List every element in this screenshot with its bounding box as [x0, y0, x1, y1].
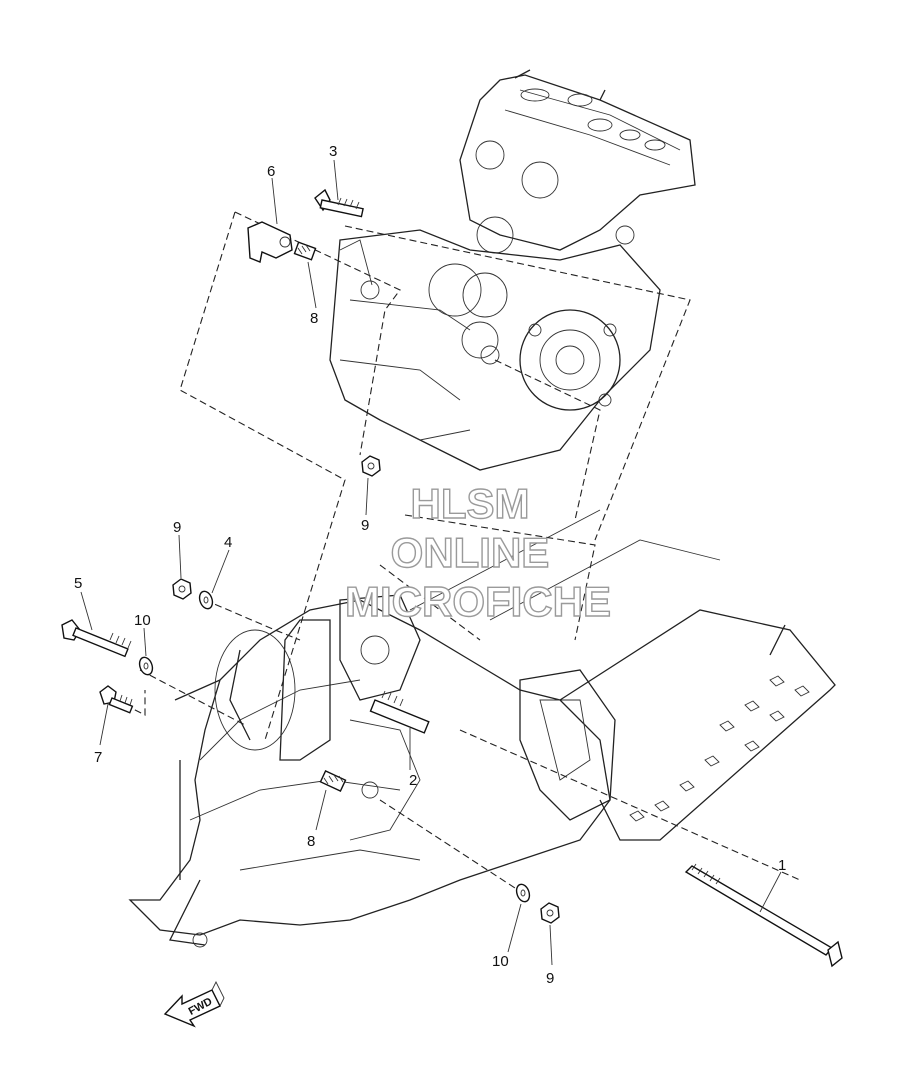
callout-labels: 1 2 3 4 5 6 7 8 8 9 9 9 10 10 — [74, 143, 786, 987]
tunnel-vent-holes — [629, 675, 810, 822]
engine-assembly — [329, 69, 696, 471]
callout-9-left: 9 — [173, 519, 181, 536]
callout-3: 3 — [329, 143, 337, 160]
callout-8-lower: 8 — [307, 833, 315, 850]
callout-1: 1 — [778, 857, 786, 874]
part-3-bolt[interactable] — [314, 188, 364, 218]
part-10-washer-left[interactable] — [137, 655, 154, 676]
part-8-stud-upper[interactable] — [293, 241, 317, 261]
callout-8-upper: 8 — [310, 310, 318, 327]
part-10-washer-right[interactable] — [514, 882, 531, 903]
leader-lines — [80, 159, 782, 966]
callout-4: 4 — [224, 534, 232, 551]
part-9-nut-upper[interactable] — [361, 455, 381, 477]
part-9-nut-left[interactable] — [172, 578, 192, 600]
part-7-bolt[interactable] — [99, 685, 134, 714]
callout-2: 2 — [409, 772, 417, 789]
callout-9-right: 9 — [546, 970, 554, 987]
chassis-frame — [128, 509, 836, 948]
watermark: HLSM ONLINE MICROFICHE — [344, 479, 611, 625]
callout-10-left: 10 — [134, 612, 151, 629]
part-5-bolt[interactable] — [61, 619, 132, 658]
part-6-bracket[interactable] — [247, 221, 293, 263]
callout-5: 5 — [74, 575, 82, 592]
part-9-nut-right[interactable] — [540, 902, 560, 924]
part-4-washer[interactable] — [197, 589, 214, 610]
watermark-line-3: MICROFICHE — [345, 578, 611, 625]
watermark-line-1: HLSM — [411, 480, 530, 527]
callout-9-upper: 9 — [361, 517, 369, 534]
part-1-through-bolt[interactable] — [684, 863, 843, 968]
assembly-guide-lines — [124, 211, 801, 889]
part-2-stud[interactable] — [369, 690, 430, 734]
fwd-direction-arrow: FWD — [163, 980, 225, 1028]
callout-6: 6 — [267, 163, 275, 180]
part-8-stud-lower[interactable] — [319, 769, 347, 793]
callout-10-right: 10 — [492, 953, 509, 970]
watermark-line-2: ONLINE — [391, 529, 550, 576]
callout-7: 7 — [94, 749, 102, 766]
